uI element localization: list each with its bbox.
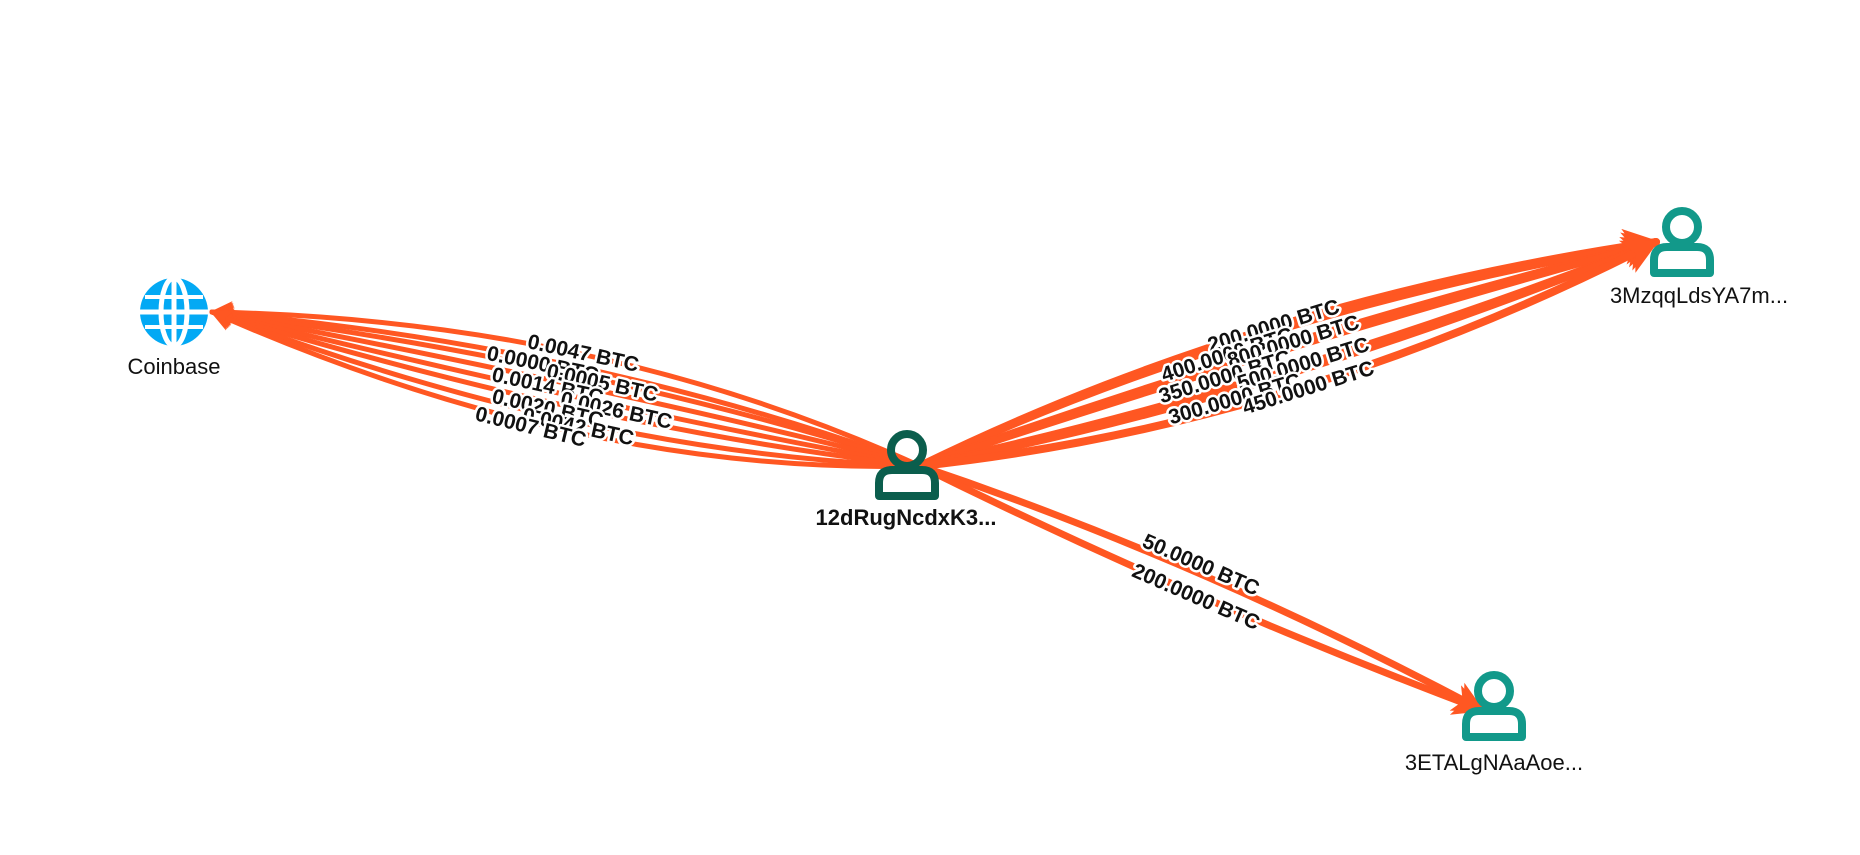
node-mzqq[interactable]: 3MzqqLdsYA7m... — [1610, 207, 1788, 308]
edge-to-coinbase-1[interactable] — [209, 301, 923, 469]
node-coinbase[interactable]: Coinbase — [128, 275, 221, 379]
edge-to-coinbase-4[interactable] — [209, 304, 923, 469]
edge-to-etal-2[interactable] — [916, 462, 1486, 715]
node-label-center: 12dRugNcdxK3... — [816, 505, 997, 530]
edge-to-coinbase-2[interactable] — [209, 302, 923, 469]
node-center[interactable]: 12dRugNcdxK3... — [816, 430, 997, 530]
edge-to-coinbase-5[interactable] — [209, 305, 923, 469]
edge-to-coinbase-7[interactable] — [209, 308, 923, 469]
edge-to-mzqq-7[interactable] — [916, 238, 1660, 470]
edges-layer — [209, 228, 1660, 715]
globe-icon — [140, 275, 208, 349]
edge-to-mzqq-4[interactable] — [916, 234, 1660, 470]
node-label-etal: 3ETALgNAaAoe... — [1405, 750, 1583, 775]
node-label-coinbase: Coinbase — [128, 354, 221, 379]
person-icon — [1462, 671, 1526, 741]
edge-to-mzqq-6[interactable] — [916, 238, 1660, 470]
person-icon — [875, 430, 939, 500]
edge-to-etal-1[interactable] — [916, 462, 1486, 714]
person-icon — [1650, 207, 1714, 277]
node-label-mzqq: 3MzqqLdsYA7m... — [1610, 283, 1788, 308]
edge-to-coinbase-8[interactable] — [209, 309, 923, 469]
edge-to-coinbase-6[interactable] — [209, 307, 923, 469]
edge-to-coinbase-3[interactable] — [209, 303, 923, 469]
edge-to-mzqq-2[interactable] — [916, 231, 1660, 470]
node-etal[interactable]: 3ETALgNAaAoe... — [1405, 671, 1583, 775]
